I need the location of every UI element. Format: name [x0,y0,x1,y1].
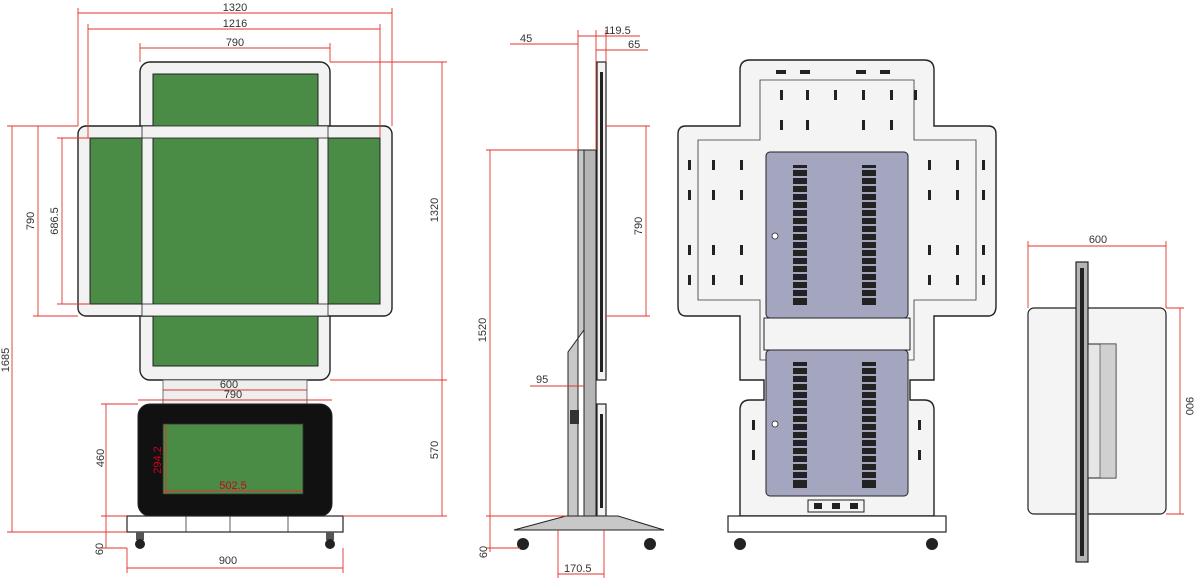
dim-side-95: 95 [536,374,548,386]
side-pole [567,149,585,521]
dim-total-height: 1685 [0,348,12,372]
rear-casters [734,538,938,550]
rear-panel-upper [765,151,909,319]
side-pole-face [583,149,597,521]
dim-neck-width: 600 [220,379,238,391]
dim-lower-height: 570 [429,441,441,459]
side-view: 45 119.5 65 790 1520 95 60 [477,25,665,578]
rear-panel-lower [765,349,909,497]
front-cross-horizontal [141,125,329,139]
dim-foot-height: 60 [94,543,106,555]
dim-screen-width: 790 [226,37,244,49]
front-casters [135,532,335,549]
dim-base-screen-height: 294.2 [152,446,164,474]
front-screen-right [327,137,381,305]
dim-base-width: 900 [219,555,237,567]
dim-side-790: 790 [633,217,645,235]
dim-side-45: 45 [520,33,532,45]
side-foot [513,515,665,531]
dim-side-60: 60 [478,546,490,558]
front-screen-center [152,73,319,367]
dim-side-170: 170.5 [564,563,592,575]
front-view: 1320 1216 790 790 686.5 1685 [0,2,447,573]
dim-top-overall-width: 1320 [223,2,247,14]
front-cross-horizontal-bottom [141,303,329,317]
dim-top-depth: 900 [1183,397,1195,415]
front-dimensions: 1320 1216 790 790 686.5 1685 [0,2,447,573]
side-dimensions: 45 119.5 65 790 1520 95 60 [477,25,650,578]
dim-inner-width: 1216 [223,18,247,30]
top-view: 600 900 [1027,234,1195,563]
rear-mount-slots [688,70,985,460]
dim-top-width: 600 [1089,234,1107,246]
top-dimensions: 600 900 [1027,234,1195,515]
dim-side-65: 65 [628,39,640,51]
side-casters [517,538,656,550]
front-pedestal [126,515,344,533]
rear-pedestal [727,515,947,533]
dim-base-screen-width: 790 [224,389,242,401]
dim-left-inner-height: 686.5 [49,207,61,235]
dim-base-height: 460 [95,449,107,467]
rear-view [677,59,997,550]
dim-side-1520: 1520 [477,318,489,342]
front-screen-left [89,137,143,305]
dim-base-screen-width-inner: 502.5 [219,480,247,492]
dim-side-119: 119.5 [604,25,631,37]
front-base-screen [162,423,304,495]
dim-left-height: 790 [25,212,37,230]
dim-right-height: 1320 [429,198,441,222]
side-control-box [570,410,579,424]
